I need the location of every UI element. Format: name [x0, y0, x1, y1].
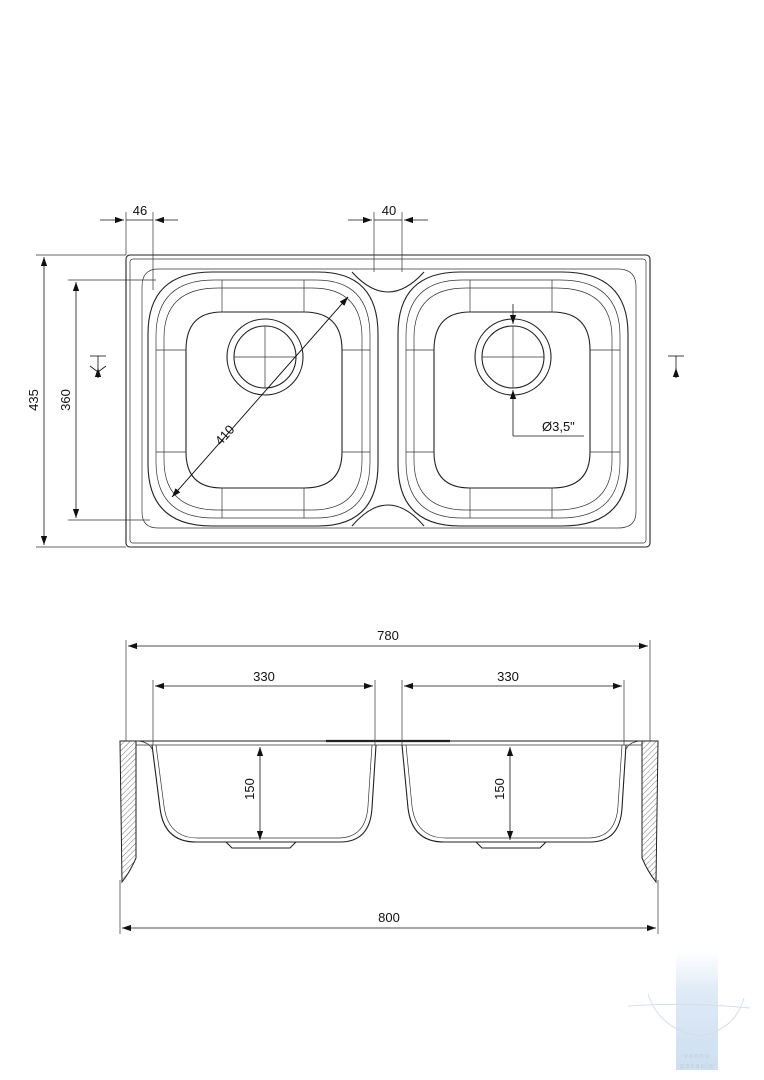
watermark-logo: vannu pasaule: [627, 952, 751, 1070]
sink-outer-rim: [125, 254, 651, 548]
dim-bowl-right-width: 330: [401, 669, 625, 745]
dim-bowl-left-width-label: 330: [253, 669, 275, 684]
watermark-text-1: vannu: [684, 1052, 711, 1060]
dim-bowl-left-width: 330: [152, 669, 376, 745]
sink-deck-outline: [141, 268, 637, 529]
dim-divider-label: 40: [382, 203, 396, 218]
section-marker-right: [668, 355, 684, 378]
dim-diagonal: 410: [171, 296, 349, 498]
front-view: 780 330 330 150 150: [119, 628, 659, 934]
right-bowl-section: [401, 744, 627, 843]
dim-bowl-right-depth: 150: [492, 747, 514, 840]
dim-top-width-label: 780: [377, 628, 399, 643]
dim-bowl-depth-label: 360: [58, 389, 73, 411]
dim-bowl-left-depth: 150: [242, 747, 264, 840]
dim-total-depth-label: 435: [26, 389, 41, 411]
left-edge-profile: [119, 740, 137, 884]
divider-top: [351, 271, 425, 293]
dim-total-width: 800: [119, 880, 659, 934]
dim-edge-offset-label: 46: [133, 203, 147, 218]
dim-total-depth: 435: [26, 254, 126, 548]
divider-bottom: [351, 504, 425, 527]
watermark-text-2: pasaule: [680, 1062, 714, 1070]
left-bowl: [147, 271, 379, 527]
right-bowl: [397, 271, 629, 527]
left-drain: [226, 318, 304, 396]
dim-bowl-depth: 360: [58, 279, 156, 521]
dim-edge-offset: 46: [100, 203, 178, 290]
left-bowl-section: [151, 744, 377, 843]
dim-drain: Ø3,5": [509, 304, 584, 437]
dim-bowl-left-depth-label: 150: [242, 778, 257, 800]
dim-diagonal-label: 410: [212, 422, 238, 448]
section-marker-left: [89, 355, 107, 378]
dim-bowl-right-width-label: 330: [497, 669, 519, 684]
dim-top-width: 780: [125, 628, 651, 741]
dim-total-width-label: 800: [378, 910, 400, 925]
dim-bowl-right-depth-label: 150: [492, 778, 507, 800]
dim-drain-label: Ø3,5": [542, 419, 575, 434]
right-edge-profile: [641, 740, 659, 884]
dim-divider: 40: [348, 203, 428, 272]
top-view: 46 40 435 360: [26, 203, 684, 548]
